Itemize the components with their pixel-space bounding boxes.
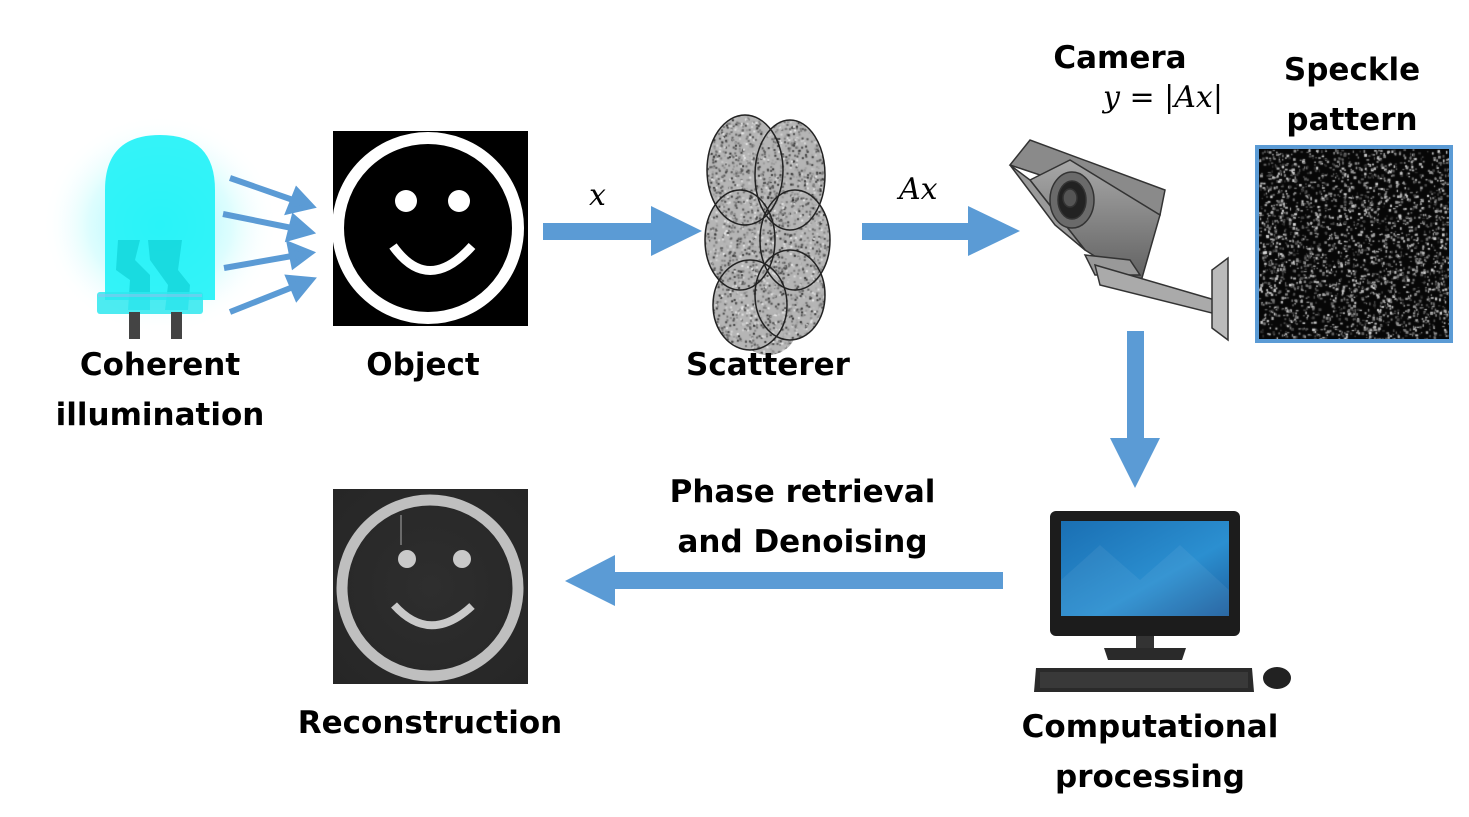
label-reconstruction: Reconstruction	[297, 705, 563, 741]
label-line: pattern	[1286, 102, 1418, 138]
label-line: Computational	[1021, 709, 1279, 745]
arrow-object-to-scatterer	[543, 206, 702, 256]
smiley-object-image	[332, 131, 528, 326]
arrow-scatterer-to-camera	[862, 206, 1020, 256]
label-line: Coherent	[79, 347, 241, 383]
label-object: Object	[366, 347, 480, 383]
scatterer-cloud-icon	[704, 114, 831, 355]
label-camera: Camera	[1053, 40, 1187, 76]
security-camera-icon	[1008, 139, 1229, 342]
desktop-computer-icon	[1034, 511, 1291, 692]
label-line: processing	[1055, 759, 1245, 795]
label-line: and Denoising	[677, 524, 928, 560]
label-line: Phase retrieval	[669, 474, 936, 510]
arrow-camera-to-computer	[1110, 331, 1160, 488]
label-coherent-illumination: Coherent illumination	[40, 340, 280, 440]
illumination-rays	[222, 175, 317, 315]
label-speckle-pattern: Speckle pattern	[1262, 45, 1442, 145]
led-icon	[42, 115, 278, 339]
edge-label-ax: Ax	[899, 172, 938, 207]
label-line: illumination	[55, 397, 265, 433]
label-computational-processing: Computational processing	[990, 702, 1310, 802]
label-line: Speckle	[1283, 52, 1421, 88]
speckle-image	[1255, 145, 1453, 343]
edge-label-phase-retrieval: Phase retrieval and Denoising	[640, 467, 965, 567]
camera-equation: y = |Ax|	[1103, 80, 1223, 115]
edge-label-x: x	[589, 178, 606, 213]
arrow-computer-to-reconstruction	[565, 555, 1003, 606]
reconstructed-smiley-image	[333, 489, 528, 684]
label-scatterer: Scatterer	[686, 347, 850, 383]
